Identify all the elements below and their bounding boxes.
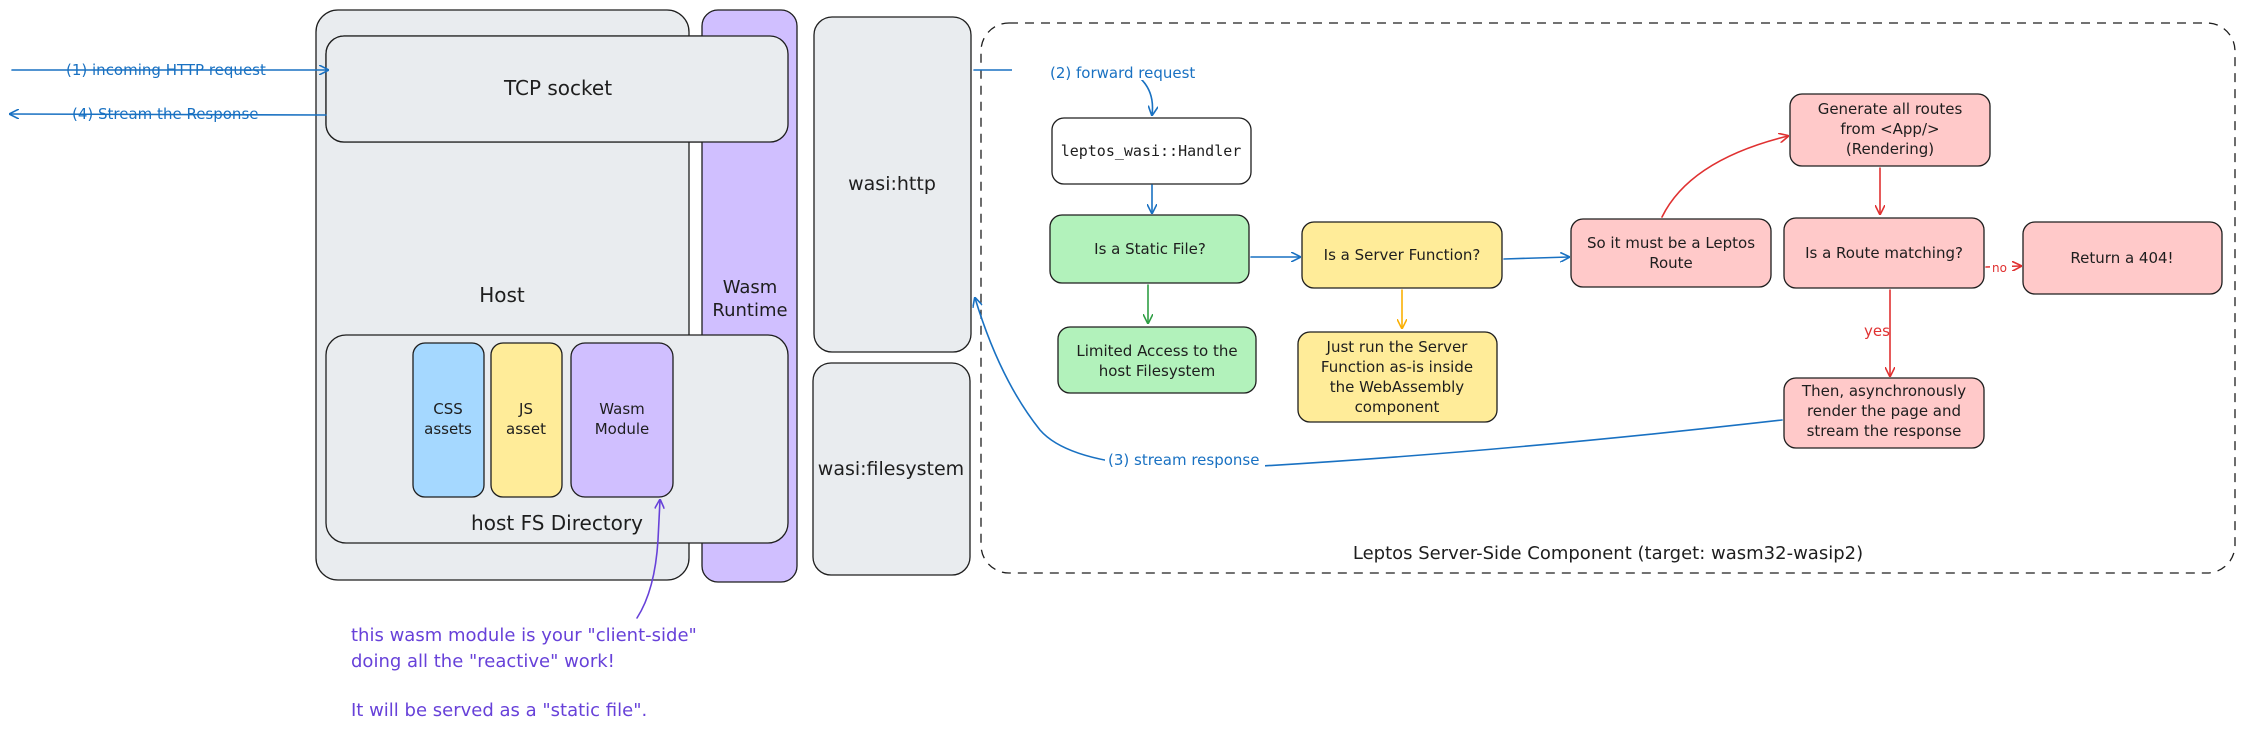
component-label: Leptos Server-Side Component (target: wa…	[1353, 543, 1863, 564]
route-to-generate-arrow	[1661, 136, 1788, 218]
note-line-2: doing all the "reactive" work!	[351, 651, 615, 672]
generate-routes-label-3: (Rendering)	[1846, 140, 1934, 158]
no-label: no	[1992, 261, 2007, 275]
css-assets-box	[412, 342, 485, 498]
handler-label: leptos_wasi::Handler	[1061, 142, 1242, 160]
wasi-filesystem-box	[812, 362, 971, 576]
async-render-label-3: stream the response	[1807, 422, 1962, 440]
stream-out-arrow	[10, 114, 327, 115]
wasi-filesystem-label: wasi:filesystem	[818, 458, 964, 480]
leptos-route-label-2: Route	[1649, 254, 1693, 272]
return-404-box	[2022, 221, 2223, 295]
css-assets-label-2: assets	[424, 420, 472, 438]
generate-routes-box	[1789, 93, 1991, 167]
leptos-route-box	[1570, 218, 1772, 288]
return-404-label: Return a 404!	[2070, 249, 2173, 267]
js-asset-label-1: JS	[518, 400, 533, 418]
note-line-3: It will be served as a "static file".	[351, 700, 647, 721]
static-file-label: Is a Static File?	[1094, 240, 1206, 258]
host-label: Host	[479, 283, 525, 307]
server-function-label: Is a Server Function?	[1324, 246, 1481, 264]
wasi-http-label: wasi:http	[848, 173, 936, 195]
generate-routes-label-1: Generate all routes	[1818, 100, 1963, 118]
limited-access-box	[1057, 326, 1257, 394]
generate-routes-label-2: from <App/>	[1840, 120, 1939, 138]
tcp-socket-label: TCP socket	[503, 76, 612, 100]
js-asset-box	[490, 342, 563, 498]
run-server-fn-label-2: Function as-is inside	[1321, 358, 1473, 376]
async-render-box	[1783, 377, 1985, 449]
handler-box	[1051, 117, 1252, 185]
limited-access-label-1: Limited Access to the	[1076, 342, 1237, 360]
async-render-label-1: Then, asynchronously	[1801, 382, 1966, 400]
route-matching-label: Is a Route matching?	[1805, 244, 1963, 262]
async-render-label-2: render the page and	[1807, 402, 1961, 420]
note-arrow	[636, 500, 660, 619]
js-asset-label-2: asset	[506, 420, 546, 438]
host-fs-directory-label: host FS Directory	[471, 511, 643, 535]
static-file-box	[1049, 214, 1250, 284]
wasm-module-label-1: Wasm	[599, 400, 645, 418]
tcp-socket-box-overlay	[325, 35, 789, 143]
wasi-http-box	[813, 16, 972, 353]
run-server-fn-label-1: Just run the Server	[1326, 338, 1469, 356]
stream-out-label: (4) Stream the Response	[72, 105, 258, 123]
incoming-request-label: (1) incoming HTTP request	[66, 61, 266, 79]
run-server-fn-label-4: component	[1355, 398, 1440, 416]
limited-access-label-2: host Filesystem	[1099, 362, 1215, 380]
run-server-fn-label-3: the WebAssembly	[1330, 378, 1465, 396]
forward-request-label: (2) forward request	[1050, 64, 1195, 82]
stream-response-label: (3) stream response	[1108, 451, 1259, 469]
wasm-runtime-label-2: Runtime	[712, 300, 787, 321]
server-fn-to-route-arrow	[1503, 257, 1569, 259]
run-server-fn-box	[1297, 331, 1498, 423]
wasm-module-label-2: Module	[595, 420, 650, 438]
css-assets-label-1: CSS	[433, 400, 463, 418]
wasm-runtime-label-1: Wasm	[723, 277, 778, 298]
yes-label: yes	[1864, 322, 1890, 340]
note-line-1: this wasm module is your "client-side"	[351, 625, 697, 646]
wasm-module-box	[570, 342, 674, 498]
leptos-route-label-1: So it must be a Leptos	[1587, 234, 1755, 252]
server-function-box	[1301, 221, 1503, 289]
leptos-component-container	[980, 22, 2236, 574]
forward-request-arrow-down	[1139, 77, 1153, 115]
route-matching-box	[1783, 217, 1985, 289]
